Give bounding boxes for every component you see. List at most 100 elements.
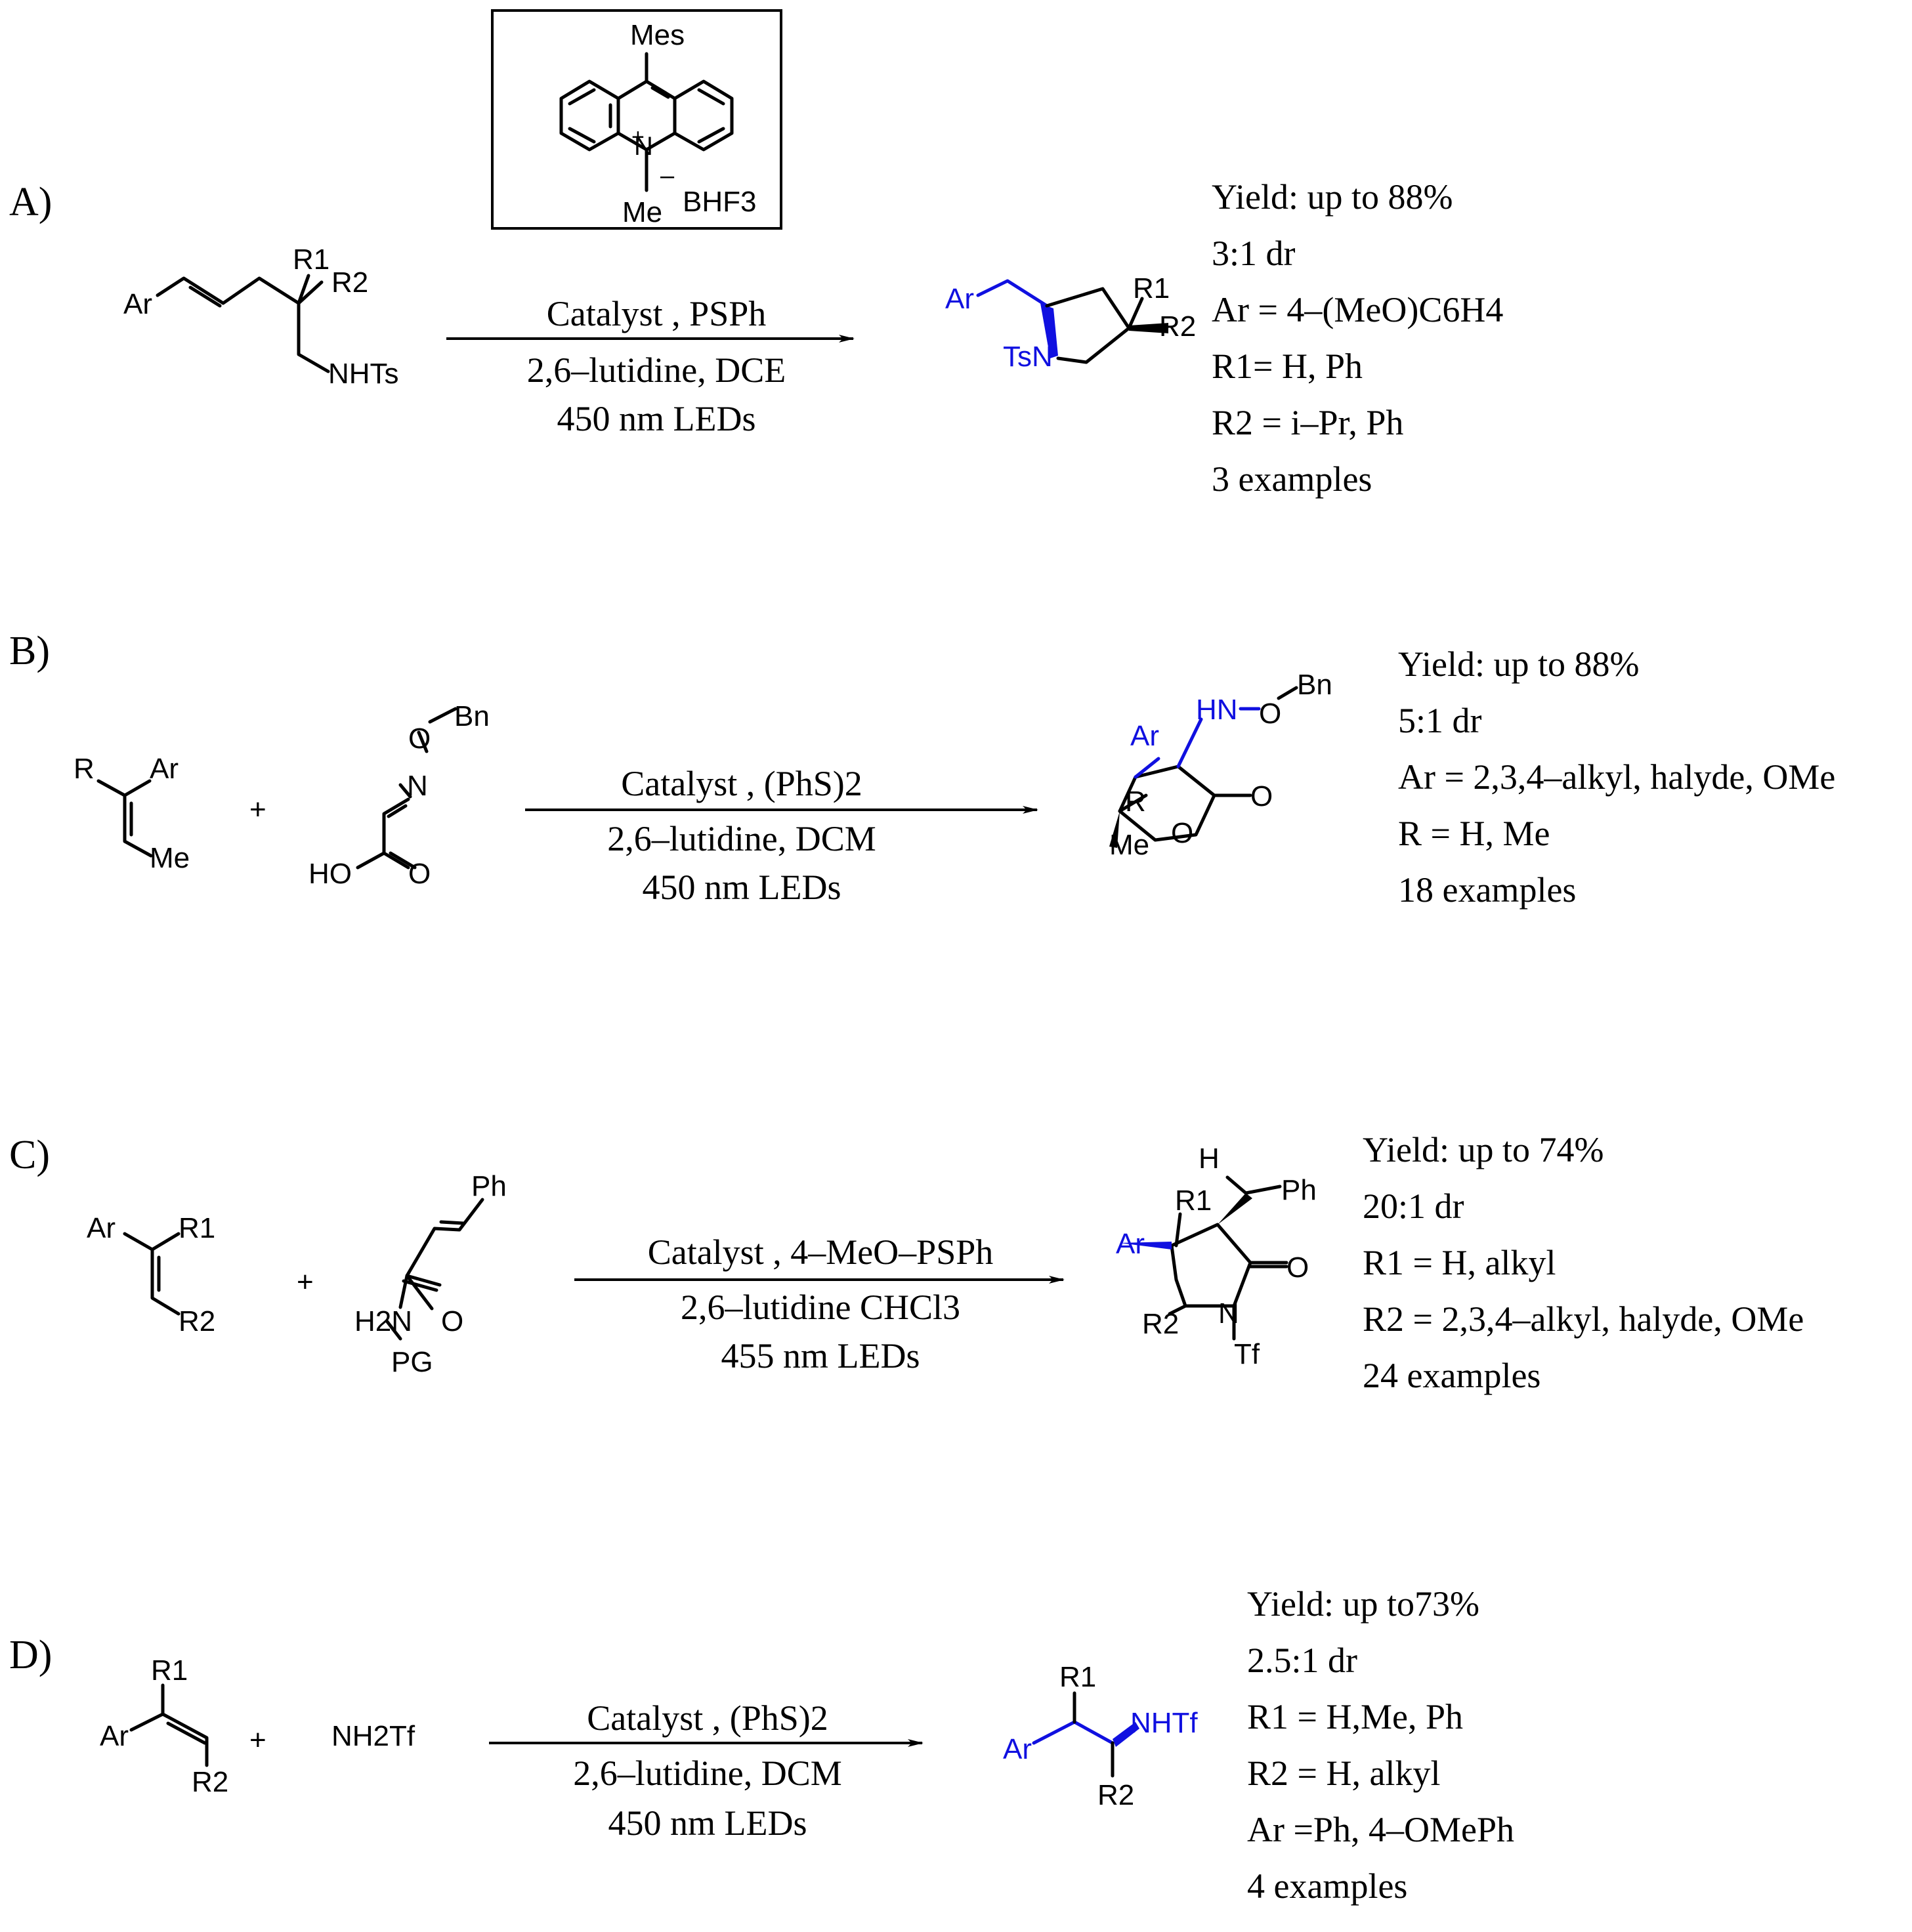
info-d-yield: Yield: up to73%: [1247, 1584, 1479, 1624]
conditions-d-line-2: 2,6–lutidine, DCM: [573, 1754, 842, 1793]
conditions-d-line-3: 450 nm LEDs: [608, 1803, 807, 1843]
product-d-nhtf: NHTf: [1130, 1707, 1198, 1739]
product-d-r2: R2: [1097, 1779, 1134, 1811]
oxime-b-n: N: [407, 770, 428, 802]
alkene-c-r1: R1: [179, 1212, 215, 1244]
alkene-b-me: Me: [150, 842, 190, 874]
catalyst-minus-charge: –: [660, 162, 675, 190]
info-c-yield: Yield: up to 74%: [1363, 1130, 1604, 1169]
info-c-r2: R2 = 2,3,4–alkyl, halyde, OMe: [1363, 1299, 1804, 1339]
info-a-r1: R1= H, Ph: [1212, 346, 1363, 386]
product-b-ring-o: O: [1171, 817, 1193, 849]
info-d-r1: R1 = H,Me, Ph: [1247, 1697, 1463, 1736]
plus-d: +: [249, 1724, 266, 1756]
product-b-ar: Ar: [1130, 720, 1159, 752]
substrate-c-alkene: Ar R1 R2: [87, 1212, 215, 1337]
substrate-b-alkene: R Ar Me: [74, 753, 190, 874]
plus-b: +: [249, 793, 266, 826]
oxime-b-o: O: [408, 723, 431, 755]
catalyst-counterion: BHF3: [683, 186, 756, 218]
info-a-r2: R2 = i–Pr, Ph: [1212, 403, 1403, 442]
info-d-ar: Ar =Ph, 4–OMePh: [1247, 1810, 1514, 1849]
product-c-r1: R1: [1175, 1185, 1212, 1217]
alkene-d-ar: Ar: [100, 1720, 129, 1752]
product-c-o: O: [1286, 1251, 1309, 1284]
conditions-b-line-1: Catalyst , (PhS)2: [621, 764, 862, 803]
product-b-me: Me: [1109, 829, 1149, 861]
substrate-a-ar: Ar: [123, 288, 152, 320]
substrate-a: Ar R1 R2 NHTs: [123, 243, 399, 390]
amide-c-h2n: H2N: [354, 1305, 412, 1337]
conditions-c-line-3: 455 nm LEDs: [721, 1336, 920, 1376]
panel-a: A) Mes N + – Me BHF3 Ar: [9, 9, 1503, 499]
alkene-b-r: R: [74, 753, 95, 785]
product-d: Ar R1 NHTf R2: [1003, 1661, 1198, 1811]
panel-a-label: A): [9, 180, 52, 224]
info-c-dr: 20:1 dr: [1363, 1186, 1464, 1226]
substrate-a-r1: R1: [293, 243, 329, 276]
conditions-d-line-1: Catalyst , (PhS)2: [587, 1698, 828, 1738]
catalyst-box: [491, 9, 782, 230]
alkene-c-r2: R2: [179, 1305, 215, 1337]
panel-b-label: B): [9, 629, 50, 673]
info-d-examples: 4 examples: [1247, 1866, 1407, 1906]
alkene-d-r2: R2: [192, 1766, 228, 1798]
info-a-ar: Ar = 4–(MeO)C6H4: [1212, 290, 1503, 329]
substrate-d-alkene: Ar R1 R2: [100, 1654, 228, 1798]
conditions-c-line-2: 2,6–lutidine CHCl3: [681, 1288, 960, 1327]
info-a-examples: 3 examples: [1212, 459, 1372, 499]
info-b-ar: Ar = 2,3,4–alkyl, halyde, OMe: [1398, 757, 1835, 797]
product-a-r2: R2: [1159, 310, 1196, 343]
conditions-a-line-1: Catalyst , PSPh: [547, 294, 767, 333]
info-d-dr: 2.5:1 dr: [1247, 1641, 1357, 1680]
conditions-b-line-3: 450 nm LEDs: [643, 868, 841, 907]
product-a-r1: R1: [1133, 272, 1170, 304]
amide-c-pg: PG: [391, 1346, 433, 1378]
catalyst-n-label: N: [634, 132, 653, 161]
product-c: H Ph R1 Ar O R2 N Tf: [1116, 1143, 1317, 1370]
product-a-tsn: TsN: [1003, 341, 1053, 373]
info-c-examples: 24 examples: [1363, 1356, 1540, 1395]
conditions-b-line-2: 2,6–lutidine, DCM: [607, 819, 876, 858]
product-b: HN O Bn Ar R O Me O: [1109, 669, 1332, 861]
product-b-r: R: [1125, 786, 1146, 818]
info-b-r: R = H, Me: [1398, 814, 1550, 853]
amide-c-ph: Ph: [471, 1170, 507, 1202]
panel-c: C) Ar R1 R2 + Ph H2N O PG Catalyst , 4–M…: [9, 1130, 1804, 1395]
info-a-dr: 3:1 dr: [1212, 234, 1296, 273]
info-d-r2: R2 = H, alkyl: [1247, 1754, 1440, 1793]
info-b-examples: 18 examples: [1398, 870, 1576, 910]
product-c-ph: Ph: [1281, 1174, 1317, 1206]
product-c-tf: Tf: [1234, 1338, 1260, 1370]
catalyst-mes-label: Mes: [630, 19, 685, 51]
info-b-dr: 5:1 dr: [1398, 701, 1482, 740]
info-b-yield: Yield: up to 88%: [1398, 644, 1639, 684]
product-b-hn: HN: [1196, 694, 1238, 726]
substrate-b-oxime: Bn O N HO O: [308, 700, 490, 890]
amide-c-o: O: [441, 1305, 463, 1337]
substrate-c-amide: Ph H2N O PG: [354, 1170, 507, 1378]
oxime-b-ho: HO: [308, 858, 352, 890]
panel-b: B) R Ar Me + Bn O N HO O Catalyst , (PhS…: [9, 629, 1835, 910]
panel-d-label: D): [9, 1633, 52, 1677]
product-b-carbonyl-o: O: [1250, 780, 1273, 812]
product-a-ar: Ar: [945, 283, 974, 315]
reagent-d-nh2tf: NH2Tf: [331, 1720, 415, 1752]
product-d-r1: R1: [1059, 1661, 1096, 1693]
alkene-b-ar: Ar: [150, 753, 179, 785]
product-d-ar: Ar: [1003, 1733, 1032, 1765]
product-c-ar: Ar: [1116, 1228, 1145, 1260]
info-c-r1: R1 = H, alkyl: [1363, 1243, 1556, 1282]
substrate-a-r2: R2: [331, 266, 368, 299]
product-c-n: N: [1218, 1297, 1239, 1330]
conditions-a-line-2: 2,6–lutidine, DCE: [527, 350, 786, 390]
substrate-a-nhts: NHTs: [328, 358, 399, 390]
panel-d: D) Ar R1 R2 + NH2Tf Catalyst , (PhS)2 2,…: [9, 1584, 1514, 1906]
info-a-yield: Yield: up to 88%: [1212, 177, 1453, 217]
panel-c-label: C): [9, 1133, 50, 1177]
product-a: Ar TsN R1 R2: [945, 272, 1196, 373]
catalyst-nme-label: Me: [622, 196, 662, 228]
product-b-bn: Bn: [1297, 669, 1332, 701]
product-b-o1: O: [1259, 698, 1281, 730]
